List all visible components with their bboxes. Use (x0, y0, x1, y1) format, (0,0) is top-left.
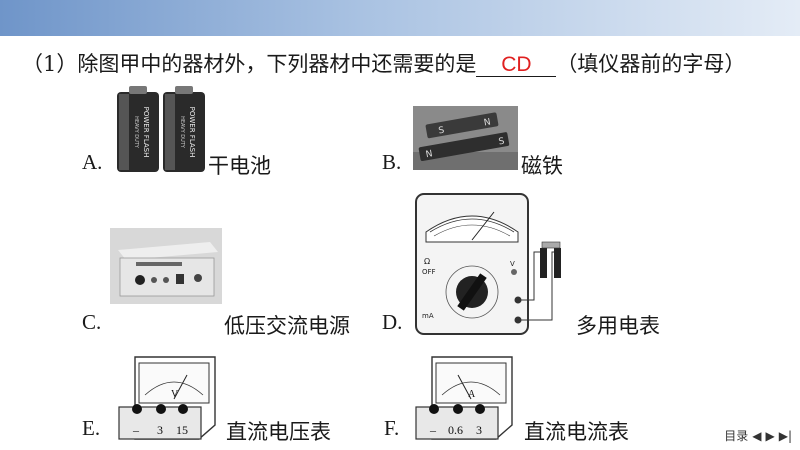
svg-text:N: N (425, 149, 433, 160)
next-arrow-icon[interactable]: ▶ (765, 428, 775, 443)
question-suffix: （填仪器前的字母） (556, 52, 746, 76)
menu-link[interactable]: 目录 (724, 429, 749, 443)
svg-text:3: 3 (157, 423, 163, 437)
svg-text:Ω: Ω (424, 257, 430, 266)
power-supply-image (110, 228, 222, 308)
svg-text:–: – (132, 423, 140, 437)
svg-text:mA: mA (422, 312, 434, 320)
voltmeter-image: V – 3 15 (117, 355, 217, 445)
multimeter-image: OFF Ω mA V (414, 192, 574, 342)
ammeter-image: A – 0.6 3 (414, 355, 514, 445)
prev-arrow-icon[interactable]: ◀ (752, 428, 762, 443)
option-e-letter: E. (82, 416, 101, 440)
option-f-name: 直流电流表 (524, 420, 629, 444)
option-a-name: 干电池 (208, 154, 271, 178)
option-e-name: 直流电压表 (226, 420, 331, 444)
svg-text:S: S (498, 137, 506, 148)
svg-text:0.6: 0.6 (448, 423, 463, 437)
svg-text:15: 15 (176, 423, 188, 437)
option-b-letter: B. (382, 150, 402, 174)
last-page-icon[interactable]: ▶| (778, 428, 792, 443)
option-b-name: 磁铁 (521, 154, 563, 178)
option-c-name: 低压交流电源 (224, 314, 350, 338)
question-prefix: （1）除图甲中的器材外，下列器材中还需要的是 (22, 52, 477, 76)
battery-image: POWER FLASH HEAVY DUTY POWER FLASH HEAVY… (115, 84, 207, 178)
option-f-letter: F. (384, 416, 400, 440)
option-a-letter: A. (82, 150, 103, 174)
svg-text:OFF: OFF (422, 268, 436, 276)
svg-text:HEAVY DUTY: HEAVY DUTY (133, 116, 139, 149)
svg-text:V: V (171, 389, 179, 400)
svg-text:POWER FLASH: POWER FLASH (188, 107, 196, 158)
svg-text:S: S (438, 126, 446, 137)
slide-nav: 目录 ◀ ▶ ▶| (724, 427, 792, 444)
svg-text:–: – (429, 423, 437, 437)
svg-text:N: N (483, 117, 491, 128)
option-d-name: 多用电表 (576, 314, 660, 338)
svg-text:HEAVY DUTY: HEAVY DUTY (179, 116, 185, 149)
svg-text:A: A (468, 389, 476, 400)
header-bar (0, 0, 800, 36)
answer-blank: CD (476, 54, 557, 77)
magnet-image: S N N S (413, 106, 518, 174)
svg-text:V: V (510, 260, 515, 268)
svg-text:POWER FLASH: POWER FLASH (142, 107, 150, 158)
option-c-letter: C. (82, 310, 102, 334)
svg-text:3: 3 (476, 423, 482, 437)
option-d-letter: D. (382, 310, 403, 334)
